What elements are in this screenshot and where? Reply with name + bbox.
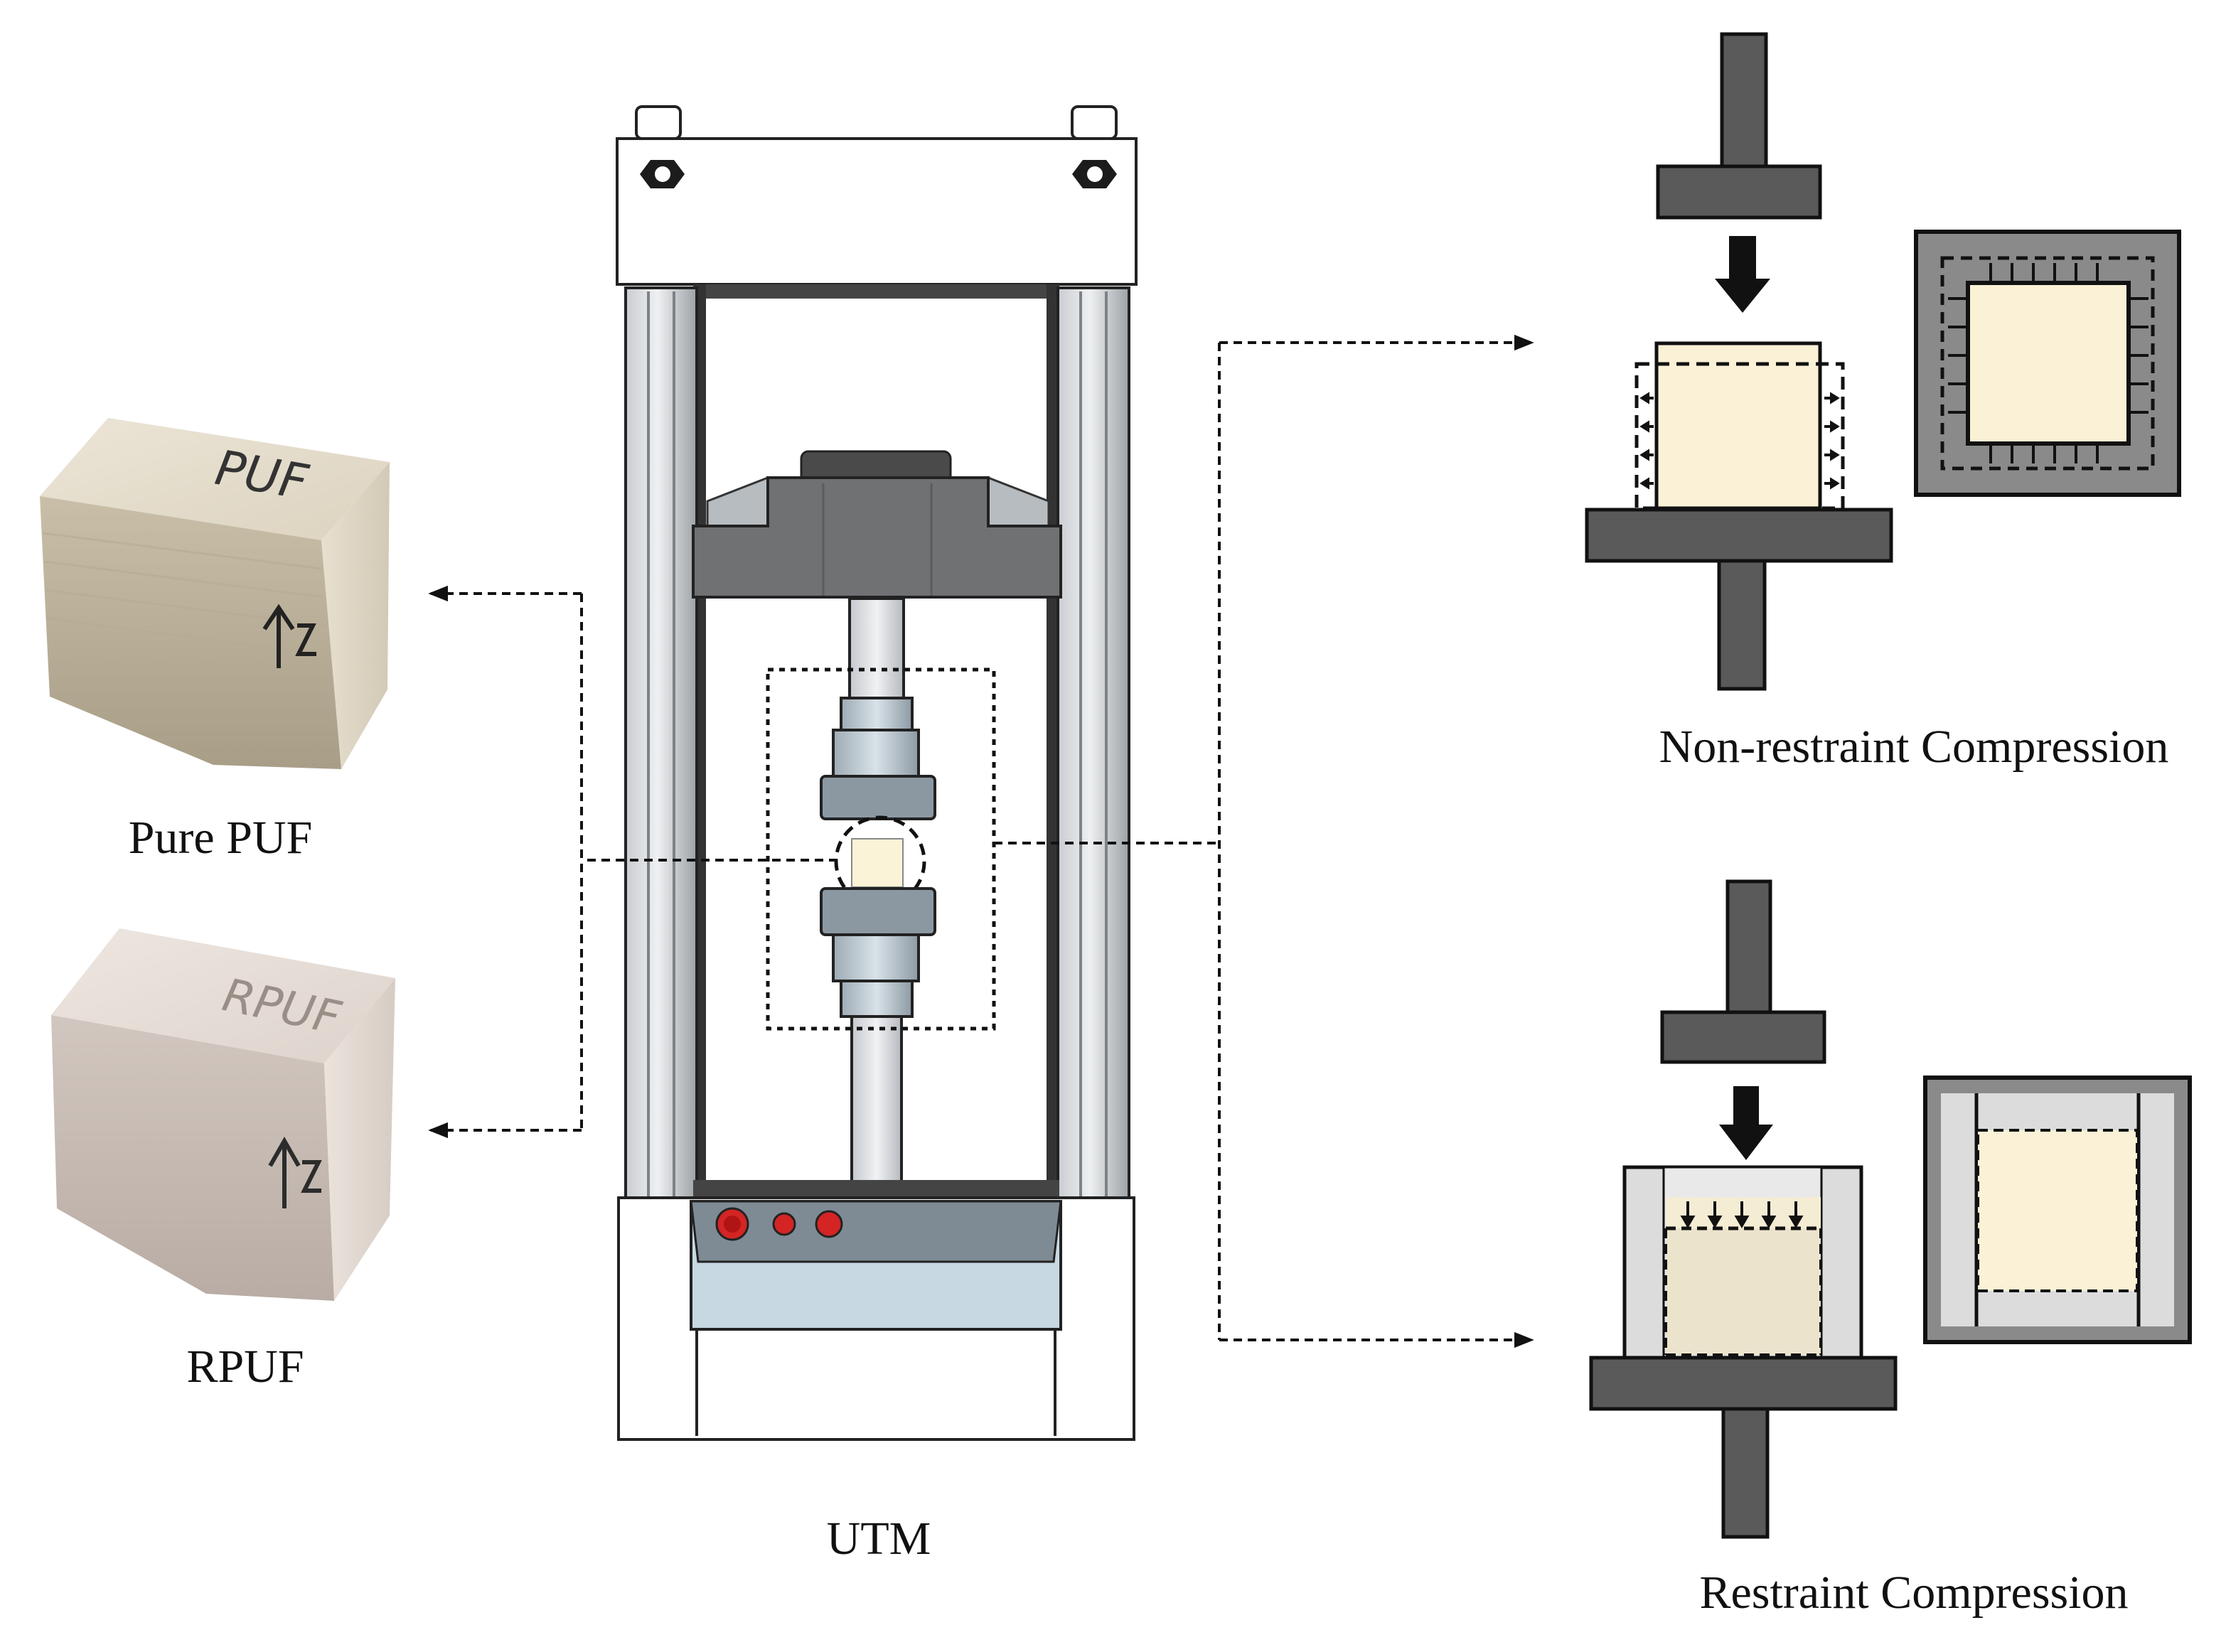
lower-platen-rod [1721,1407,1770,1539]
load-arrow-icon [1719,1086,1773,1160]
rpuf-arrow-mark [268,1136,322,1208]
lower-platen [1585,508,1893,563]
load-arrow-icon [1715,236,1770,313]
non-restraint-top-view [1914,230,2181,497]
grip-zoom-box [766,667,996,1031]
pure-puf-label: Pure PUF [129,812,313,864]
pure-puf-arrow-mark [262,604,316,668]
left-column [624,286,698,1206]
non-restraint-label: Non-restraint Compression [1659,721,2169,773]
pure-puf-specimen-image: PUF [40,418,390,769]
compression-arrows [1680,1201,1804,1228]
non-restraint-specimen [1654,341,1822,510]
upper-platen [1656,164,1822,220]
rpuf-label: RPUF [186,1341,304,1393]
restraint-label: Restraint Compression [1699,1567,2128,1619]
utm-machine [616,105,1138,1441]
top-crosshead [616,137,1138,286]
upper-platen-rod [1725,879,1772,1016]
right-column [1056,286,1130,1206]
upper-platen [1660,1010,1826,1064]
control-button-icon [772,1212,796,1236]
connector-lines [428,334,1534,1348]
utm-label: UTM [827,1513,931,1565]
upper-platen-rod [1720,32,1768,170]
restraint-setup [1589,879,2192,1539]
rpuf-specimen-image: RPUF [51,928,395,1301]
moving-crosshead [692,476,1062,599]
expanded-outline [1634,362,1845,510]
lateral-expansion-arrows [1639,392,1840,490]
lower-platen-rod [1717,559,1767,691]
control-button-icon [815,1210,843,1238]
utm-specimen [851,838,904,888]
top-view-expansion-arrows [1948,263,2149,463]
lower-platen [1589,1356,1898,1411]
non-restraint-setup [1585,32,2181,691]
